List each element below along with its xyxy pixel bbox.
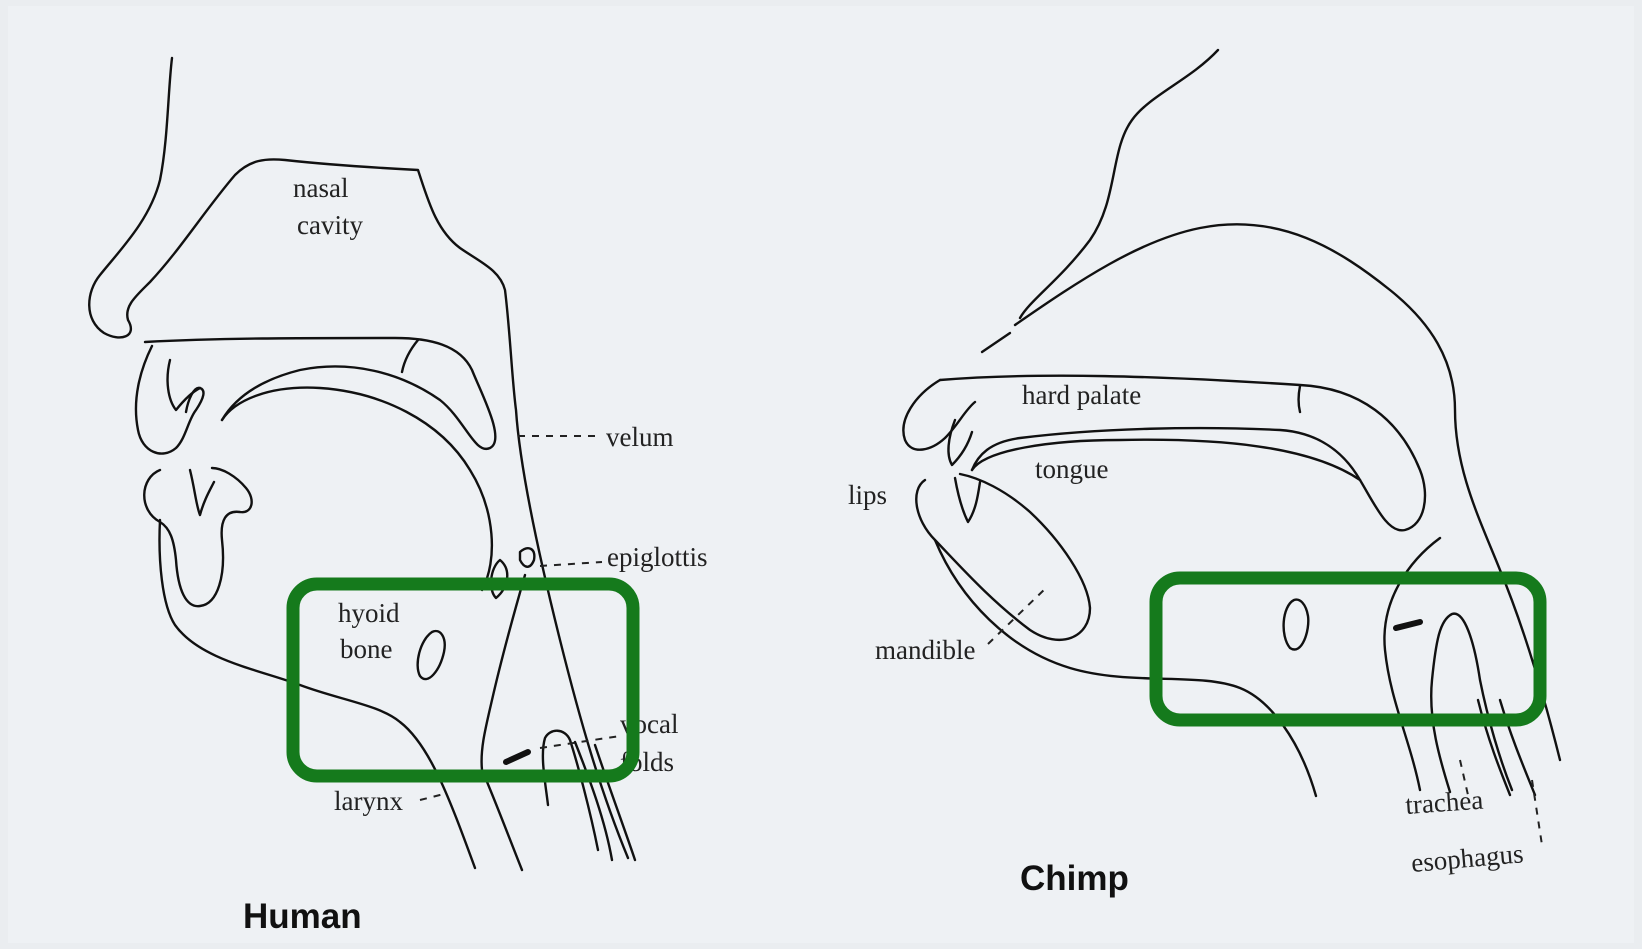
chimp-caption: Chimp: [1020, 859, 1129, 898]
tongue-label: tongue: [1035, 454, 1109, 484]
trachea-label: trachea: [1404, 785, 1484, 820]
chimp-snout-top: [982, 333, 1010, 352]
chimp-upper-lip: [903, 380, 975, 450]
chimp-diagram: hard palate tongue lips mandible trachea…: [848, 50, 1560, 898]
human-chin-neck: [160, 520, 475, 868]
epiglottis-label: epiglottis: [607, 542, 708, 572]
chimp-hard-palate: [940, 376, 1425, 531]
human-hyoid-bone: [418, 631, 445, 679]
hyoid-bone-label-2: bone: [340, 634, 393, 664]
human-face-profile: [89, 58, 628, 858]
velum-label: velum: [606, 422, 674, 452]
chimp-hyoid-bone: [1284, 600, 1309, 650]
nasal-cavity-label-2: cavity: [297, 210, 363, 240]
chimp-upper-tooth: [948, 420, 972, 465]
larynx-label: larynx: [334, 786, 403, 816]
esophagus-label: esophagus: [1410, 838, 1525, 878]
hard-palate-label: hard palate: [1022, 380, 1141, 410]
nasal-cavity-label-1: nasal: [293, 173, 348, 203]
chimp-highlight-box: [1156, 578, 1540, 720]
chimp-vocal-fold-mark: [1396, 622, 1420, 628]
vocal-folds-leader: [540, 736, 620, 748]
human-epiglottis-fold: [520, 548, 534, 566]
chimp-skull-back: [1015, 224, 1560, 760]
human-caption: Human: [243, 897, 362, 936]
mandible-label: mandible: [875, 635, 975, 665]
epiglottis-leader: [540, 562, 602, 566]
human-palate-inner: [402, 340, 418, 372]
human-tongue: [222, 388, 492, 590]
chimp-palate-edge: [1299, 386, 1301, 412]
larynx-leader: [420, 794, 444, 800]
chimp-skull-profile: [1020, 50, 1218, 318]
human-upper-tooth: [168, 360, 200, 410]
human-diagram: nasal cavity velum epiglottis hyoid bone…: [89, 58, 707, 936]
hyoid-bone-label-1: hyoid: [338, 598, 400, 628]
human-lower-tooth: [190, 470, 214, 515]
human-pharynx-wall: [482, 575, 525, 870]
human-vocal-fold-mark: [506, 752, 528, 762]
lips-label: lips: [848, 480, 887, 510]
chimp-lower-tooth: [955, 478, 980, 522]
human-nasal-floor: [145, 338, 495, 449]
chimp-tongue: [972, 440, 1360, 480]
